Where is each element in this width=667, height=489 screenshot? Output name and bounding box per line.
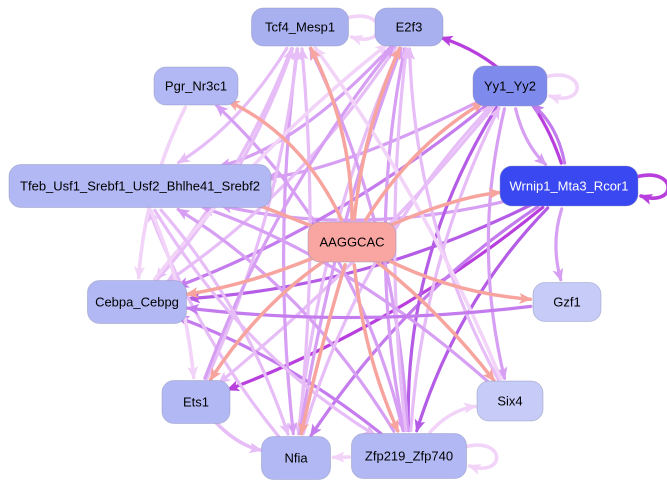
edge-zfp219-tfeb	[176, 207, 396, 433]
node-shape-e2f3	[374, 7, 444, 47]
node-shape-cebpa	[87, 280, 187, 324]
edge-cebpa-e2f3	[153, 42, 389, 281]
edge-six4-tfeb	[201, 205, 491, 384]
edge-e2f3-cebpa	[165, 45, 398, 284]
node-shape-pgr	[153, 66, 239, 106]
edge-ets1-e2f3	[203, 45, 395, 380]
edge-wrnip1-cebpa	[187, 203, 532, 304]
edge-yy1-zfp219	[402, 106, 499, 433]
node-yy1: Yy1_Yy2	[472, 65, 548, 107]
node-wrnip1: Wrnip1_Mta3_Rcor1	[499, 165, 639, 207]
node-pgr: Pgr_Nr3c1	[153, 66, 239, 106]
node-aaggcac: AAGGCAC	[307, 221, 397, 263]
node-shape-tcf4	[251, 7, 349, 47]
node-shape-gzf1	[532, 282, 602, 322]
node-tcf4: Tcf4_Mesp1	[251, 7, 349, 47]
edge-wrnip1-yy1	[531, 103, 567, 165]
edge-aaggcac-nfia	[298, 263, 347, 436]
edge-zfp219-yy1	[409, 106, 501, 433]
node-cebpa: Cebpa_Cebpg	[87, 280, 187, 324]
edge-tcf4-tcf4	[344, 14, 381, 46]
edge-aaggcac-e2f3	[352, 46, 402, 221]
edge-aaggcac-yy1	[363, 100, 485, 222]
node-gzf1: Gzf1	[532, 282, 602, 322]
node-tfeb: Tfeb_Usf1_Srebf1_Usf2_Bhlhe41_Srebf2	[8, 164, 272, 208]
edge-ets1-tcf4	[205, 47, 302, 381]
edge-aaggcac-tcf4	[309, 46, 354, 221]
node-zfp219: Zfp219_Zfp740	[351, 433, 467, 479]
node-shape-tfeb	[8, 164, 272, 208]
node-six4: Six4	[476, 380, 544, 422]
edge-aaggcac-six4	[374, 259, 496, 383]
edge-aaggcac-ets1	[208, 258, 327, 382]
edge-yy1-wrnip1	[514, 107, 548, 166]
node-nfia: Nfia	[261, 436, 331, 480]
node-ets1: Ets1	[161, 380, 231, 424]
edge-yy1-yy1	[543, 73, 579, 105]
edge-zfp219-six4	[428, 402, 477, 434]
edge-zfp219-zfp219	[462, 443, 499, 475]
edge-tfeb-zfp219	[153, 208, 377, 437]
edge-yy1-six4	[486, 107, 508, 381]
edge-tfeb-nfia	[159, 208, 290, 436]
edge-wrnip1-ets1	[226, 205, 545, 392]
node-shape-nfia	[261, 436, 331, 480]
node-shape-ets1	[161, 380, 231, 424]
node-shape-zfp219	[351, 433, 467, 479]
node-shape-six4	[476, 380, 544, 422]
edge-tcf4-tfeb	[176, 46, 289, 165]
node-shape-aaggcac	[307, 221, 397, 263]
edge-aaggcac-zfp219	[352, 263, 400, 433]
edge-wrnip1-gzf1	[552, 207, 564, 282]
node-e2f3: E2f3	[374, 7, 444, 47]
edge-six4-e2f3	[404, 47, 500, 381]
node-shape-yy1	[472, 65, 548, 107]
node-shape-wrnip1	[499, 165, 639, 207]
edge-aaggcac-cebpa	[184, 255, 318, 299]
edge-aaggcac-wrnip1	[385, 188, 502, 229]
edge-ets1-nfia	[214, 420, 263, 454]
edge-six4-tcf4	[313, 46, 503, 381]
edge-aaggcac-gzf1	[382, 256, 533, 304]
edge-aaggcac-pgr	[226, 99, 344, 222]
edge-wrnip1-wrnip1	[634, 173, 667, 205]
